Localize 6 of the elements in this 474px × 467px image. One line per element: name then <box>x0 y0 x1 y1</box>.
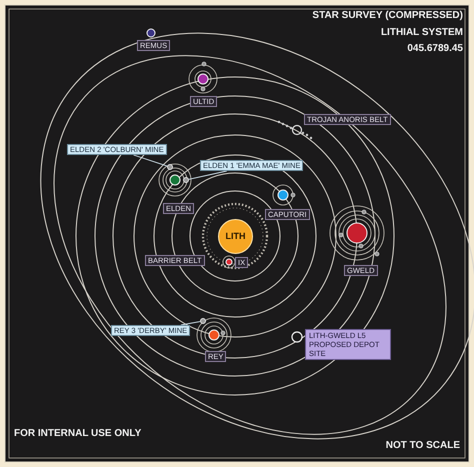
title: STAR SURVEY (COMPRESSED) <box>312 10 463 21</box>
caption-text: 045.6789.45 <box>407 43 463 54</box>
caption-text: FOR INTERNAL USE ONLY <box>14 428 142 439</box>
leader-line <box>180 321 200 326</box>
caption-text: LITHIAL SYSTEM <box>380 27 463 38</box>
caption-text: NOT TO SCALE <box>386 440 460 451</box>
